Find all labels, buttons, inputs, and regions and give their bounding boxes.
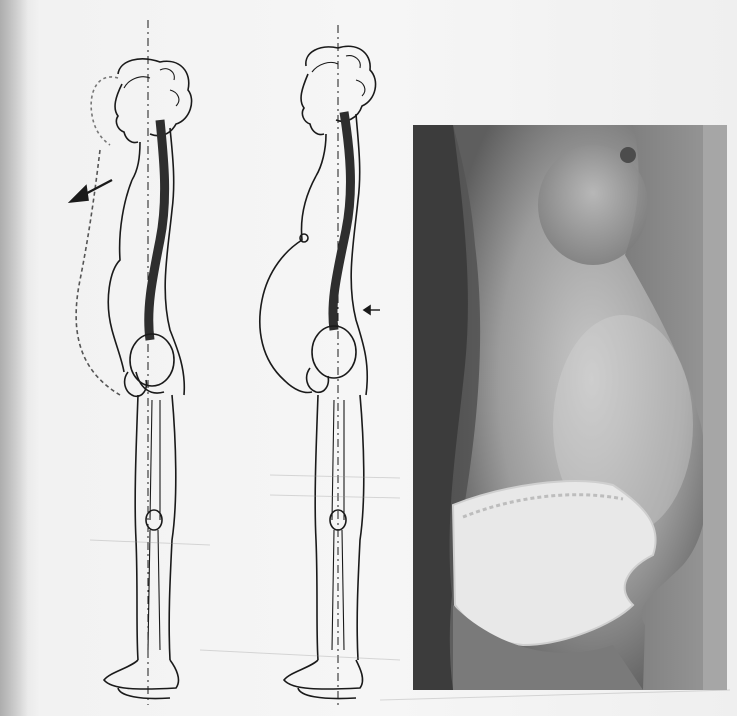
pregnant-torso-photo [413, 125, 727, 690]
middle-figure [260, 25, 380, 705]
photo-render [413, 125, 727, 690]
left-figure [70, 20, 192, 705]
